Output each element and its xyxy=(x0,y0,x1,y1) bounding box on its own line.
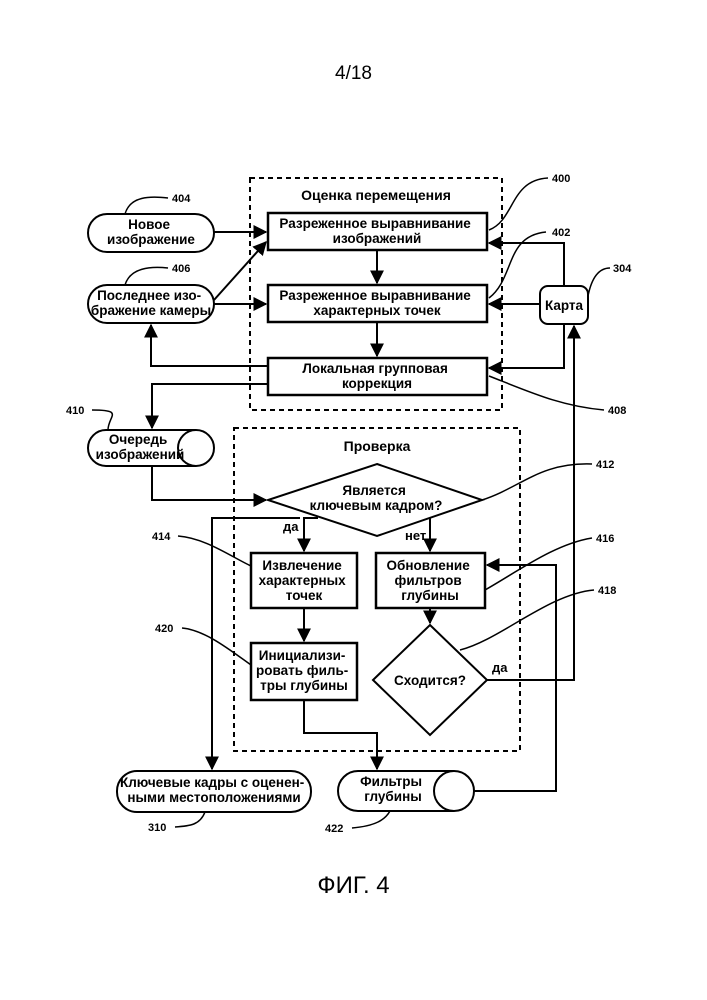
ref-418: 418 xyxy=(598,585,616,597)
map-label: Карта xyxy=(545,298,584,313)
arrow-init-to-depth-filters xyxy=(304,700,377,769)
arrow-keyframe-yes xyxy=(304,518,318,551)
ref-310: 310 xyxy=(148,822,166,834)
branch-label-yes-converge: да xyxy=(492,660,508,675)
ref-416: 416 xyxy=(596,533,614,545)
leader-408 xyxy=(489,376,604,410)
leader-420 xyxy=(182,628,251,665)
ref-400: 400 xyxy=(552,173,570,185)
motion-estimation-title: Оценка перемещения xyxy=(301,187,451,203)
leader-414 xyxy=(178,536,251,566)
leader-402 xyxy=(489,232,546,298)
ref-408: 408 xyxy=(608,405,626,417)
ref-414: 414 xyxy=(152,531,171,543)
depth-filters-output-label: Фильтры глубины xyxy=(360,774,426,804)
arrow-map-to-ba xyxy=(489,324,564,368)
init-depth-filters-label: Инициализи- ровать филь- тры глубины xyxy=(256,648,352,693)
leader-410 xyxy=(92,410,112,430)
keyframes-output-label: Ключевые кадры с оценен- ными местополож… xyxy=(120,775,308,805)
arrow-converge-to-map xyxy=(487,326,574,680)
last-camera-image-label: Последнее изо- бражение камеры xyxy=(91,288,211,318)
leader-310 xyxy=(175,812,205,827)
arrow-map-to-sparse-image xyxy=(489,243,564,286)
branch-label-yes-keyframe: да xyxy=(283,519,299,534)
leader-404 xyxy=(125,197,168,214)
converges-label: Сходится? xyxy=(394,673,466,688)
ref-402: 402 xyxy=(552,227,570,239)
ref-412: 412 xyxy=(596,459,614,471)
leader-400 xyxy=(489,178,548,230)
leader-304 xyxy=(588,268,610,296)
figure-label: ФИГ. 4 xyxy=(0,872,707,900)
leader-406 xyxy=(125,267,168,285)
ref-404: 404 xyxy=(172,193,191,205)
check-title: Проверка xyxy=(344,438,411,454)
leader-412 xyxy=(482,464,592,500)
image-queue-label: Очередь изображений xyxy=(96,432,185,462)
ref-406: 406 xyxy=(172,263,190,275)
branch-label-no-keyframe: нет xyxy=(405,528,426,543)
arrow-last-to-sparse-image xyxy=(214,242,266,300)
ref-420: 420 xyxy=(155,623,173,635)
ref-304: 304 xyxy=(613,263,632,275)
arrow-queue-to-keyframe xyxy=(152,466,266,500)
ref-410: 410 xyxy=(66,405,84,417)
leader-422 xyxy=(352,811,390,828)
ref-422: 422 xyxy=(325,823,343,835)
